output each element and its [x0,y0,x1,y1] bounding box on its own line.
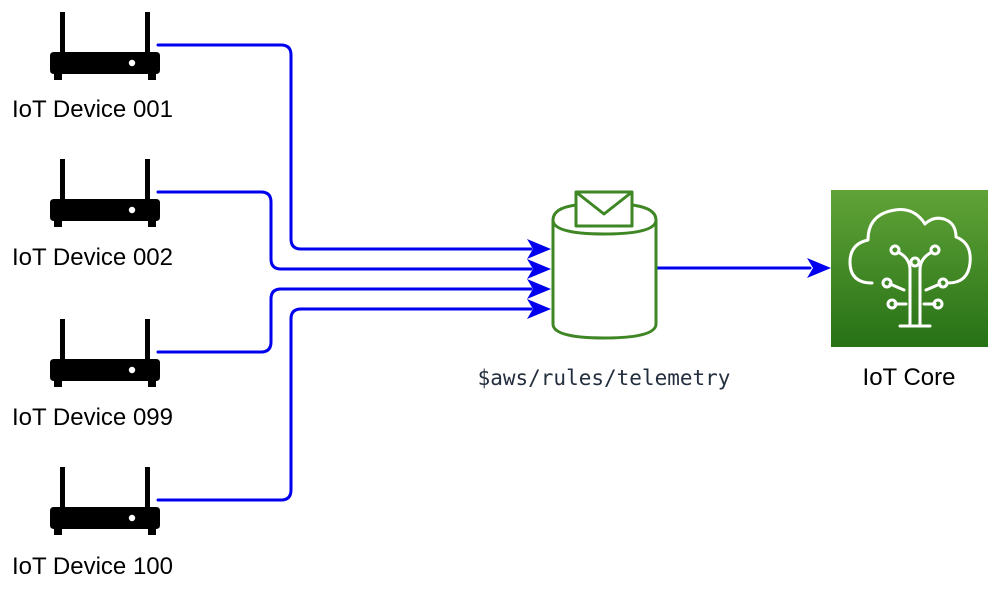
device-label: IoT Device 099 [12,404,173,431]
iot-core-label: IoT Core [863,364,956,391]
router-icon [50,467,160,535]
device-label: IoT Device 100 [12,553,173,580]
device-002[interactable]: IoT Device 002 [12,159,173,271]
device-label: IoT Device 001 [12,96,173,123]
connector-device-100 [156,307,533,502]
arrowhead-001 [527,239,551,259]
device-099[interactable]: IoT Device 099 [12,319,173,431]
router-icon [50,319,160,387]
connector-device-001 [156,43,533,251]
arrowhead-099 [527,279,551,299]
topic-node[interactable]: $aws/rules/telemetry [478,190,731,390]
topic-to-core-connector [655,258,831,278]
connector-device-002 [156,190,533,271]
message-topic-icon [551,190,658,340]
device-connectors [156,43,551,502]
iot-core-icon [848,208,972,328]
router-icon [50,159,160,227]
iot-core-node[interactable]: IoT Core [831,190,988,391]
connector-device-099 [156,287,533,354]
router-icon [50,12,160,80]
device-001[interactable]: IoT Device 001 [12,12,173,123]
arrowhead-100 [527,299,551,319]
arrowhead-002 [527,259,551,279]
device-100[interactable]: IoT Device 100 [12,467,173,580]
device-label: IoT Device 002 [12,244,173,271]
topic-label: $aws/rules/telemetry [478,366,731,390]
